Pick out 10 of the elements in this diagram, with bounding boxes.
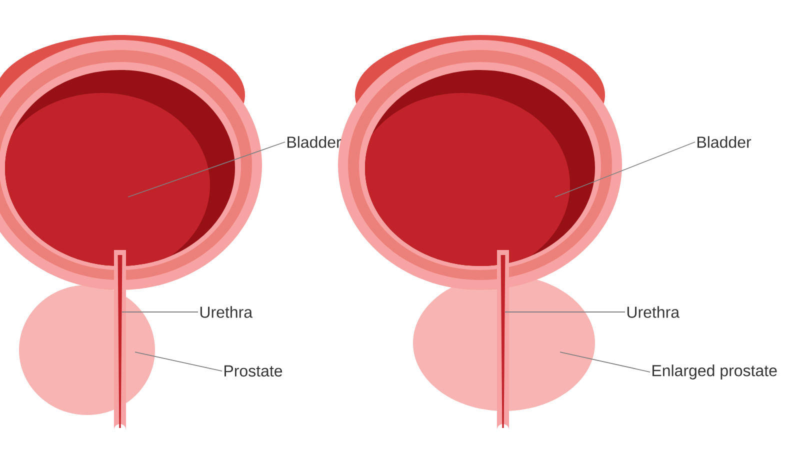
- leader-line: [134, 352, 222, 372]
- leader-line: [128, 142, 286, 198]
- label: Bladder: [698, 136, 752, 148]
- label: Prostate: [224, 365, 282, 377]
- leader-line: [560, 352, 650, 372]
- label: Bladder: [288, 136, 342, 148]
- label: Urethra: [200, 306, 253, 318]
- label: Urethra: [627, 306, 680, 318]
- label: Enlarged prostate: [652, 364, 777, 380]
- leader-line: [554, 142, 696, 198]
